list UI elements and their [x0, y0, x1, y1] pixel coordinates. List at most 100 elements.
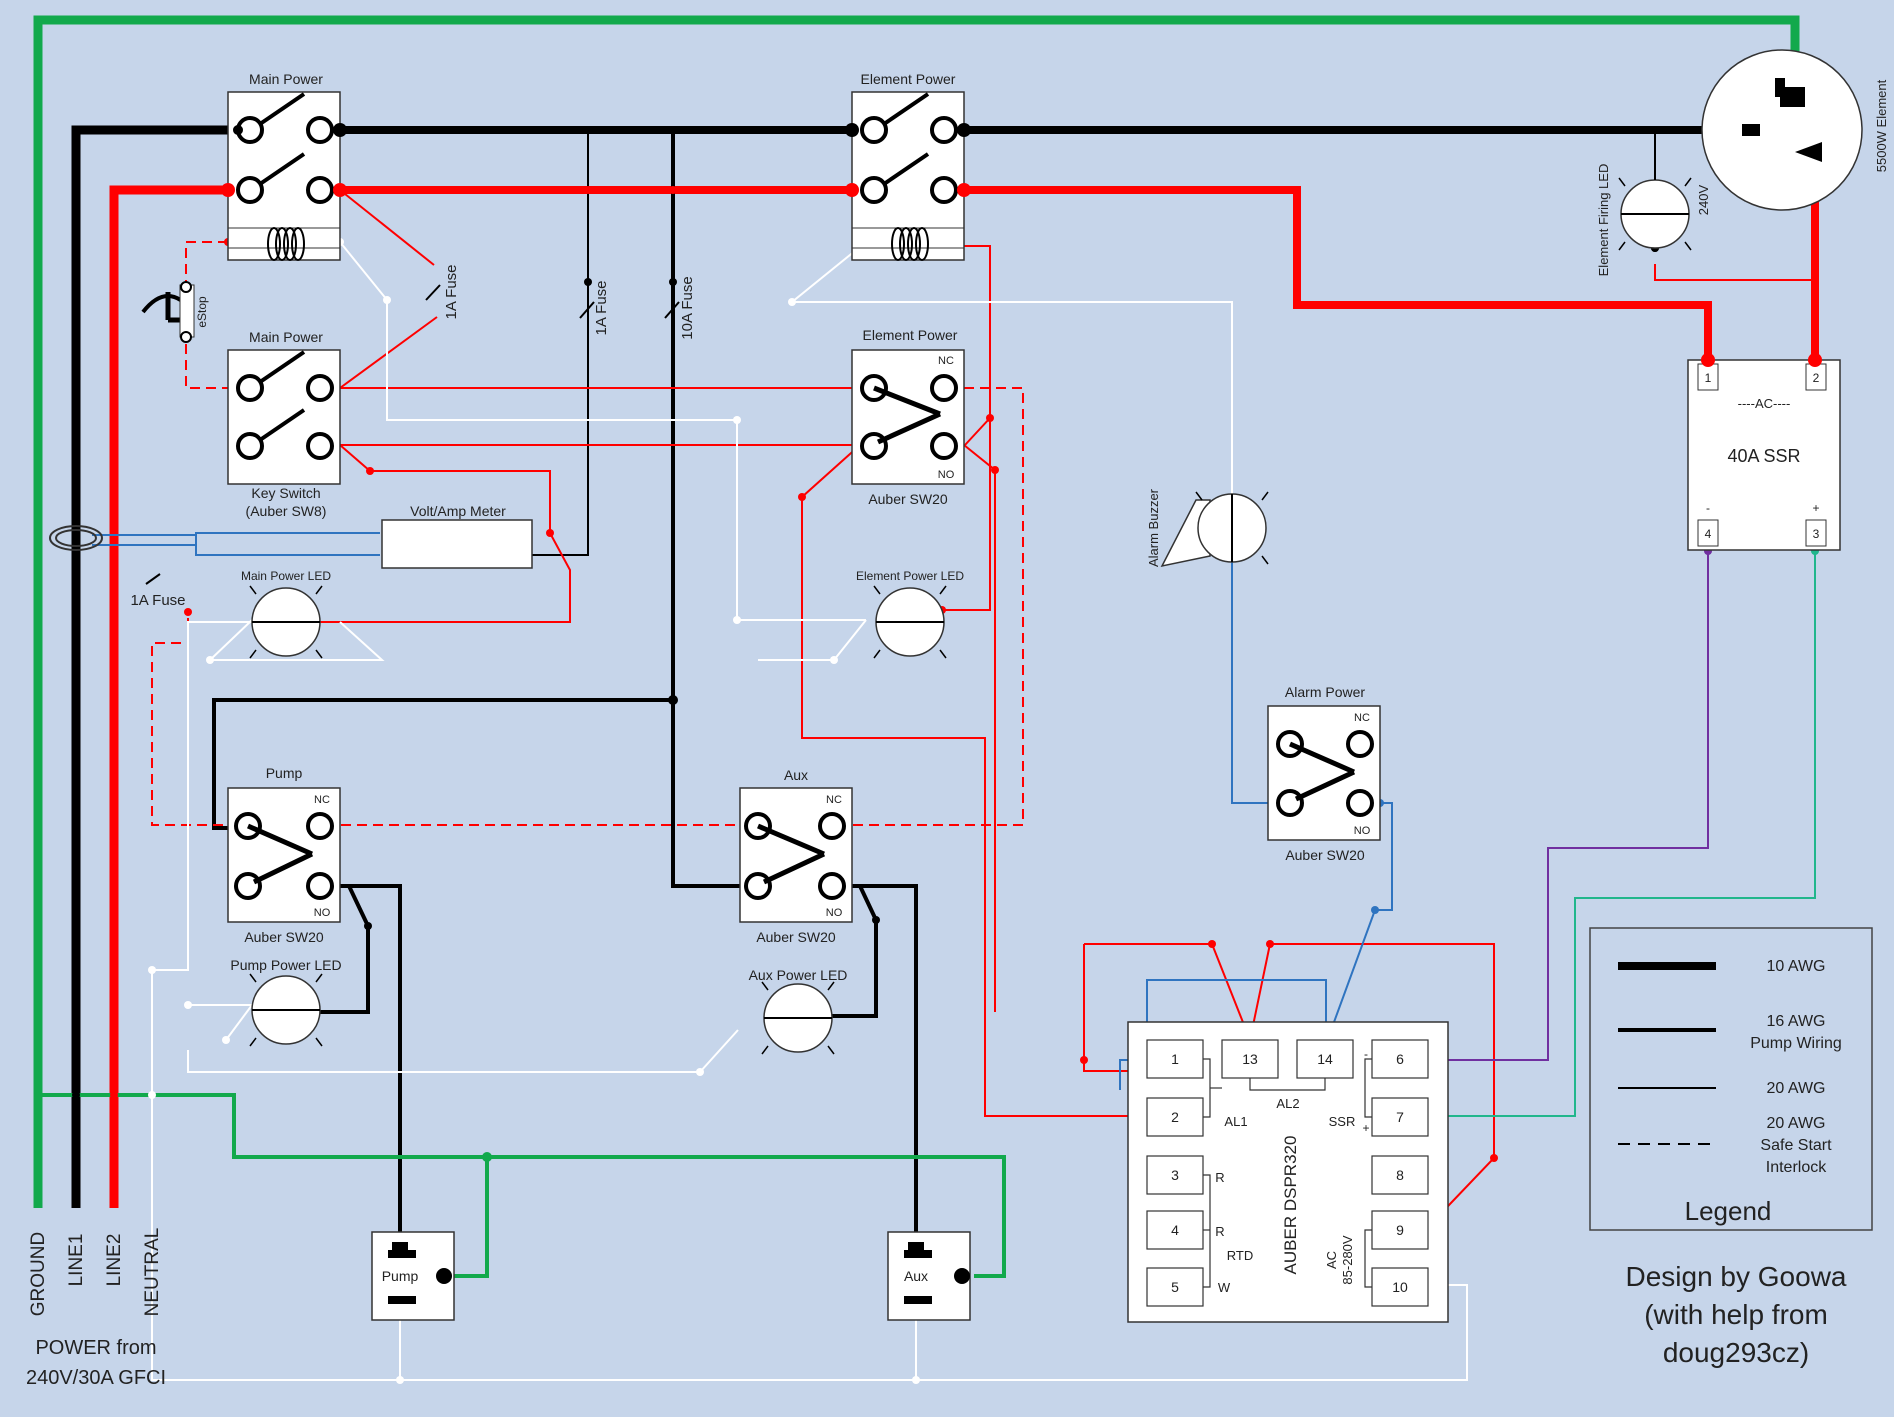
- aux-switch[interactable]: Aux NC NO Auber SW20: [739, 767, 853, 945]
- alarm-switch-model: Auber SW20: [1285, 847, 1365, 863]
- ground-label: GROUND: [28, 1232, 49, 1316]
- w-label: W: [1218, 1280, 1231, 1295]
- legend-item-4a: 20 AWG: [1767, 1115, 1826, 1132]
- alarm-buzzer-label: Alarm Buzzer: [1146, 488, 1161, 567]
- term-6: 6: [1396, 1051, 1404, 1067]
- pid-controller: 1 2 3 4 5 13 14 6 7 8 9 10 AL1 AL2 SSR R…: [1127, 1021, 1449, 1323]
- meter-wiring: [532, 130, 589, 556]
- main-power-led-label: Main Power LED: [241, 569, 331, 583]
- power-from-line1: POWER from: [35, 1337, 156, 1359]
- legend-item-3: 20 AWG: [1767, 1080, 1826, 1097]
- term-5: 5: [1171, 1279, 1179, 1295]
- neutral-wires: [151, 241, 1468, 1381]
- ssr-term-4: 4: [1705, 527, 1712, 541]
- element-label: 5500W Element: [1874, 79, 1889, 172]
- ac-range-1: AC: [1324, 1251, 1339, 1269]
- fuse-1a-bottom-label: 1A Fuse: [130, 592, 185, 609]
- term-13: 13: [1242, 1051, 1258, 1067]
- alarm-power-title: Alarm Power: [1285, 684, 1365, 700]
- volt-amp-meter-label: Volt/Amp Meter: [410, 503, 506, 519]
- outlet-ground-wires: [38, 1093, 1006, 1278]
- element-power-led-label: Element Power LED: [856, 569, 964, 583]
- element-power-switch-title: Element Power: [863, 327, 958, 343]
- v240-label: 240V: [1696, 184, 1711, 215]
- volt-amp-meter: Volt/Amp Meter: [381, 503, 533, 569]
- line1-wire: [71, 125, 238, 1208]
- pump-outlet: Pump: [371, 1231, 455, 1321]
- controller-name: AUBER DSPR320: [1281, 1136, 1300, 1275]
- term-7: 7: [1396, 1109, 1404, 1125]
- legend-item-2b: Pump Wiring: [1750, 1035, 1842, 1052]
- line2-element-wire: [340, 186, 1712, 362]
- coil-icon: [267, 227, 305, 261]
- power-input-labels: GROUND LINE1 LINE2 NEUTRAL POWER from 24…: [26, 1228, 166, 1389]
- key-switch-line2: (Auber SW8): [246, 503, 327, 519]
- legend-item-1: 10 AWG: [1767, 958, 1826, 975]
- alarm-power-switch[interactable]: Alarm Power NC NO Auber SW20: [1267, 684, 1381, 863]
- ssr-minus-mark: -: [1364, 1047, 1368, 1061]
- ssr-plus-mark: +: [1362, 1121, 1369, 1135]
- ssr-signal-wires: [1428, 551, 1816, 1117]
- alarm-buzzer: Alarm Buzzer: [1146, 488, 1269, 568]
- fuse-1a-a-label: 1A Fuse: [443, 264, 460, 319]
- current-sensor-icon: [49, 525, 103, 551]
- aux-nc-label: NC: [826, 794, 842, 806]
- ssr-term-label: SSR: [1329, 1114, 1356, 1129]
- ssr-title: 40A SSR: [1727, 446, 1800, 466]
- aux-switch-model: Auber SW20: [756, 929, 836, 945]
- design-line3: doug293cz): [1663, 1337, 1809, 1368]
- term-1: 1: [1171, 1051, 1179, 1067]
- ssr-ac-label: ----AC----: [1738, 396, 1791, 411]
- term-8: 8: [1396, 1167, 1404, 1183]
- power-from-line2: 240V/30A GFCI: [26, 1367, 166, 1389]
- aux-switch-title: Aux: [784, 767, 808, 783]
- element-power-top-title: Element Power: [861, 71, 956, 87]
- element-power-contactor[interactable]: Element Power: [845, 71, 971, 261]
- term-14: 14: [1317, 1051, 1333, 1067]
- element-nc-label: NC: [938, 355, 954, 367]
- legend: 10 AWG 16 AWG Pump Wiring 20 AWG 20 AWG …: [1589, 927, 1873, 1231]
- controller-brackets: [1203, 1058, 1372, 1288]
- main-power-led: Main Power LED: [241, 569, 331, 657]
- legend-item-4b: Safe Start: [1760, 1137, 1832, 1154]
- element-firing-led: Element Firing LED 240V: [1596, 134, 1711, 276]
- ssr-relay: 1 2 4 3 - + ----AC---- 40A SSR: [1687, 353, 1841, 551]
- fuse-1a-b: 1A Fuse: [579, 280, 610, 336]
- pump-nc-label: NC: [314, 794, 330, 806]
- term-3: 3: [1171, 1167, 1179, 1183]
- ssr-minus-wire: [1428, 551, 1709, 1061]
- element-power-switch[interactable]: Element Power NC NO Auber SW20: [851, 327, 965, 507]
- element-power-led: Element Power LED: [856, 569, 964, 657]
- term-4: 4: [1171, 1222, 1179, 1238]
- key-switch-title: Main Power: [249, 329, 323, 345]
- pump-switch[interactable]: Pump NC NO Auber SW20: [227, 765, 341, 945]
- line2-wire: [109, 185, 262, 1208]
- fuse-1a-bottom: 1A Fuse: [130, 573, 186, 609]
- al2-label: AL2: [1276, 1096, 1299, 1111]
- pump-switch-title: Pump: [266, 765, 303, 781]
- ssr-minus: -: [1706, 501, 1710, 515]
- controller-terminals: [1146, 1039, 1429, 1307]
- key-switch[interactable]: Main Power Key Switch (Auber SW8): [227, 329, 341, 519]
- term-2: 2: [1171, 1109, 1179, 1125]
- pump-power-led: Pump Power LED: [230, 957, 342, 1045]
- estop-button[interactable]: eStop: [141, 281, 209, 343]
- pump-power-led-label: Pump Power LED: [230, 957, 341, 973]
- aux-no-label: NO: [826, 907, 843, 919]
- fuse-10a-label: 10A Fuse: [679, 276, 696, 339]
- design-line2: (with help from: [1644, 1299, 1828, 1330]
- main-power-contactor[interactable]: Main Power: [221, 71, 347, 261]
- neutral-label: NEUTRAL: [142, 1228, 163, 1317]
- ssr-term-3: 3: [1813, 527, 1820, 541]
- element-switch-model: Auber SW20: [868, 491, 948, 507]
- ssr-plus-wire: [1428, 551, 1816, 1117]
- term-10: 10: [1392, 1279, 1408, 1295]
- aux-power-led: Aux Power LED: [749, 967, 847, 1053]
- alarm-no-label: NO: [1354, 825, 1371, 837]
- alarm-nc-label: NC: [1354, 712, 1370, 724]
- coil-icon: [891, 227, 929, 261]
- design-line1: Design by Goowa: [1625, 1261, 1846, 1292]
- element-no-label: NO: [938, 469, 955, 481]
